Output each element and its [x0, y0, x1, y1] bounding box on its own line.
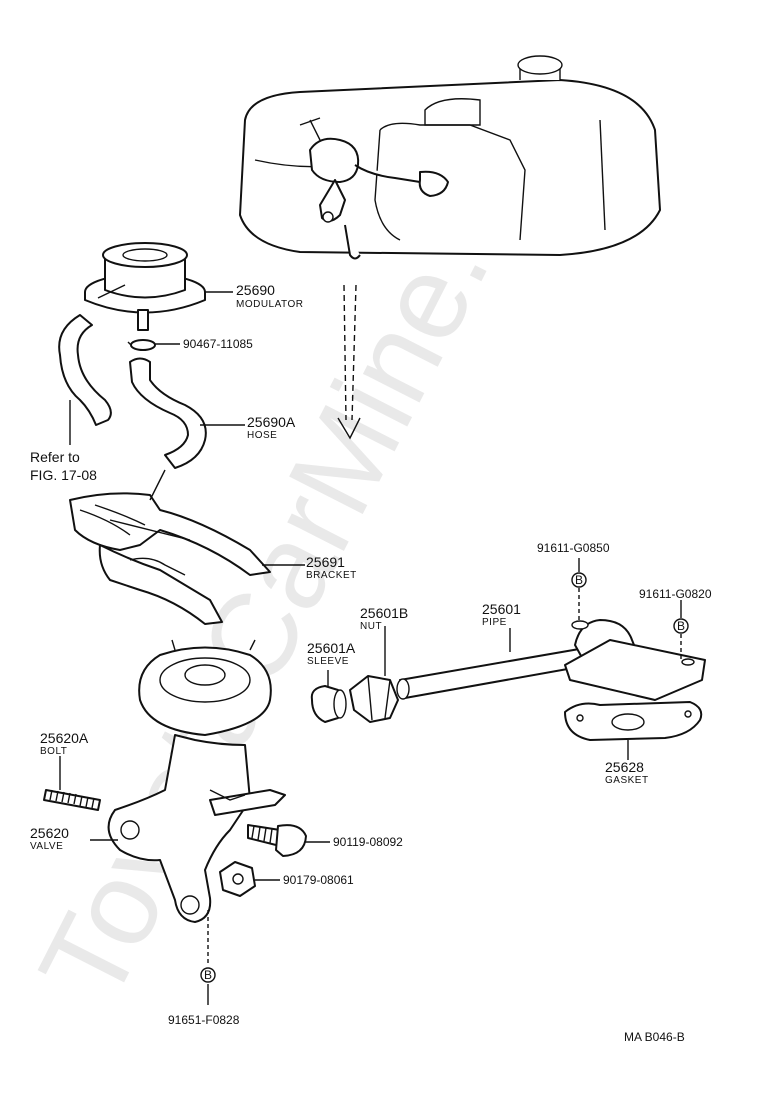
reference-line-1: Refer to — [30, 449, 80, 465]
bolt-marker-3: B — [200, 967, 216, 983]
part-name-nut: NUT — [360, 621, 382, 632]
part-number-stud-bolt: 25620A — [40, 730, 89, 746]
bolt-marker-label: B — [575, 573, 583, 587]
part-name-valve: VALVE — [30, 841, 63, 852]
leader-lines — [59, 291, 682, 1005]
engine-overview-illustration — [239, 55, 661, 260]
part-number-bottom-bolt: 91651-F0828 — [168, 1013, 240, 1027]
hose-illustrations — [58, 314, 207, 469]
stud-bolt-illustration — [43, 789, 101, 811]
hex-bolt-illustration — [247, 824, 307, 857]
part-number-clip: 90467-11085 — [183, 337, 253, 351]
part-number-pipe: 25601 — [482, 601, 521, 617]
part-number-modulator: 25690 — [236, 282, 275, 298]
bolt-marker-label: B — [204, 968, 212, 982]
reference-line-2: FIG. 17-08 — [30, 467, 97, 483]
clip-illustration — [127, 339, 156, 351]
part-number-hex-bolt: 90119-08092 — [333, 835, 403, 849]
modulator-illustration — [84, 242, 206, 331]
nut-illustration — [349, 675, 399, 723]
part-number-hose: 25690A — [247, 414, 296, 430]
part-name-pipe: PIPE — [482, 617, 507, 628]
egr-valve-illustration — [107, 639, 286, 923]
part-number-sleeve: 25601A — [307, 640, 356, 656]
location-arrow — [337, 284, 361, 440]
part-name-sleeve: SLEEVE — [307, 656, 349, 667]
part-number-bolt-right: 91611-G0820 — [639, 587, 712, 601]
hex-nut-illustration — [219, 861, 256, 897]
bracket-illustration — [69, 469, 271, 625]
part-number-gasket: 25628 — [605, 759, 644, 775]
diagram-code: MA B046-B — [624, 1030, 685, 1044]
bolt-marker-2: B — [673, 618, 689, 634]
part-name-stud-bolt: BOLT — [40, 746, 67, 757]
part-name-hose: HOSE — [247, 430, 277, 441]
part-name-modulator: MODULATOR — [236, 299, 303, 310]
gasket-illustration — [564, 701, 703, 741]
part-number-bolt-upper: 91611-G0850 — [537, 541, 610, 555]
part-name-gasket: GASKET — [605, 775, 649, 786]
sleeve-illustration — [310, 685, 347, 723]
part-number-bracket: 25691 — [306, 554, 345, 570]
part-name-bracket: BRACKET — [306, 570, 357, 581]
part-number-hex-nut: 90179-08061 — [283, 873, 354, 887]
part-number-valve: 25620 — [30, 825, 69, 841]
bolt-marker-label: B — [677, 619, 685, 633]
flange-illustration — [564, 620, 706, 701]
part-number-nut: 25601B — [360, 605, 408, 621]
bolt-marker-1: B — [571, 572, 587, 588]
